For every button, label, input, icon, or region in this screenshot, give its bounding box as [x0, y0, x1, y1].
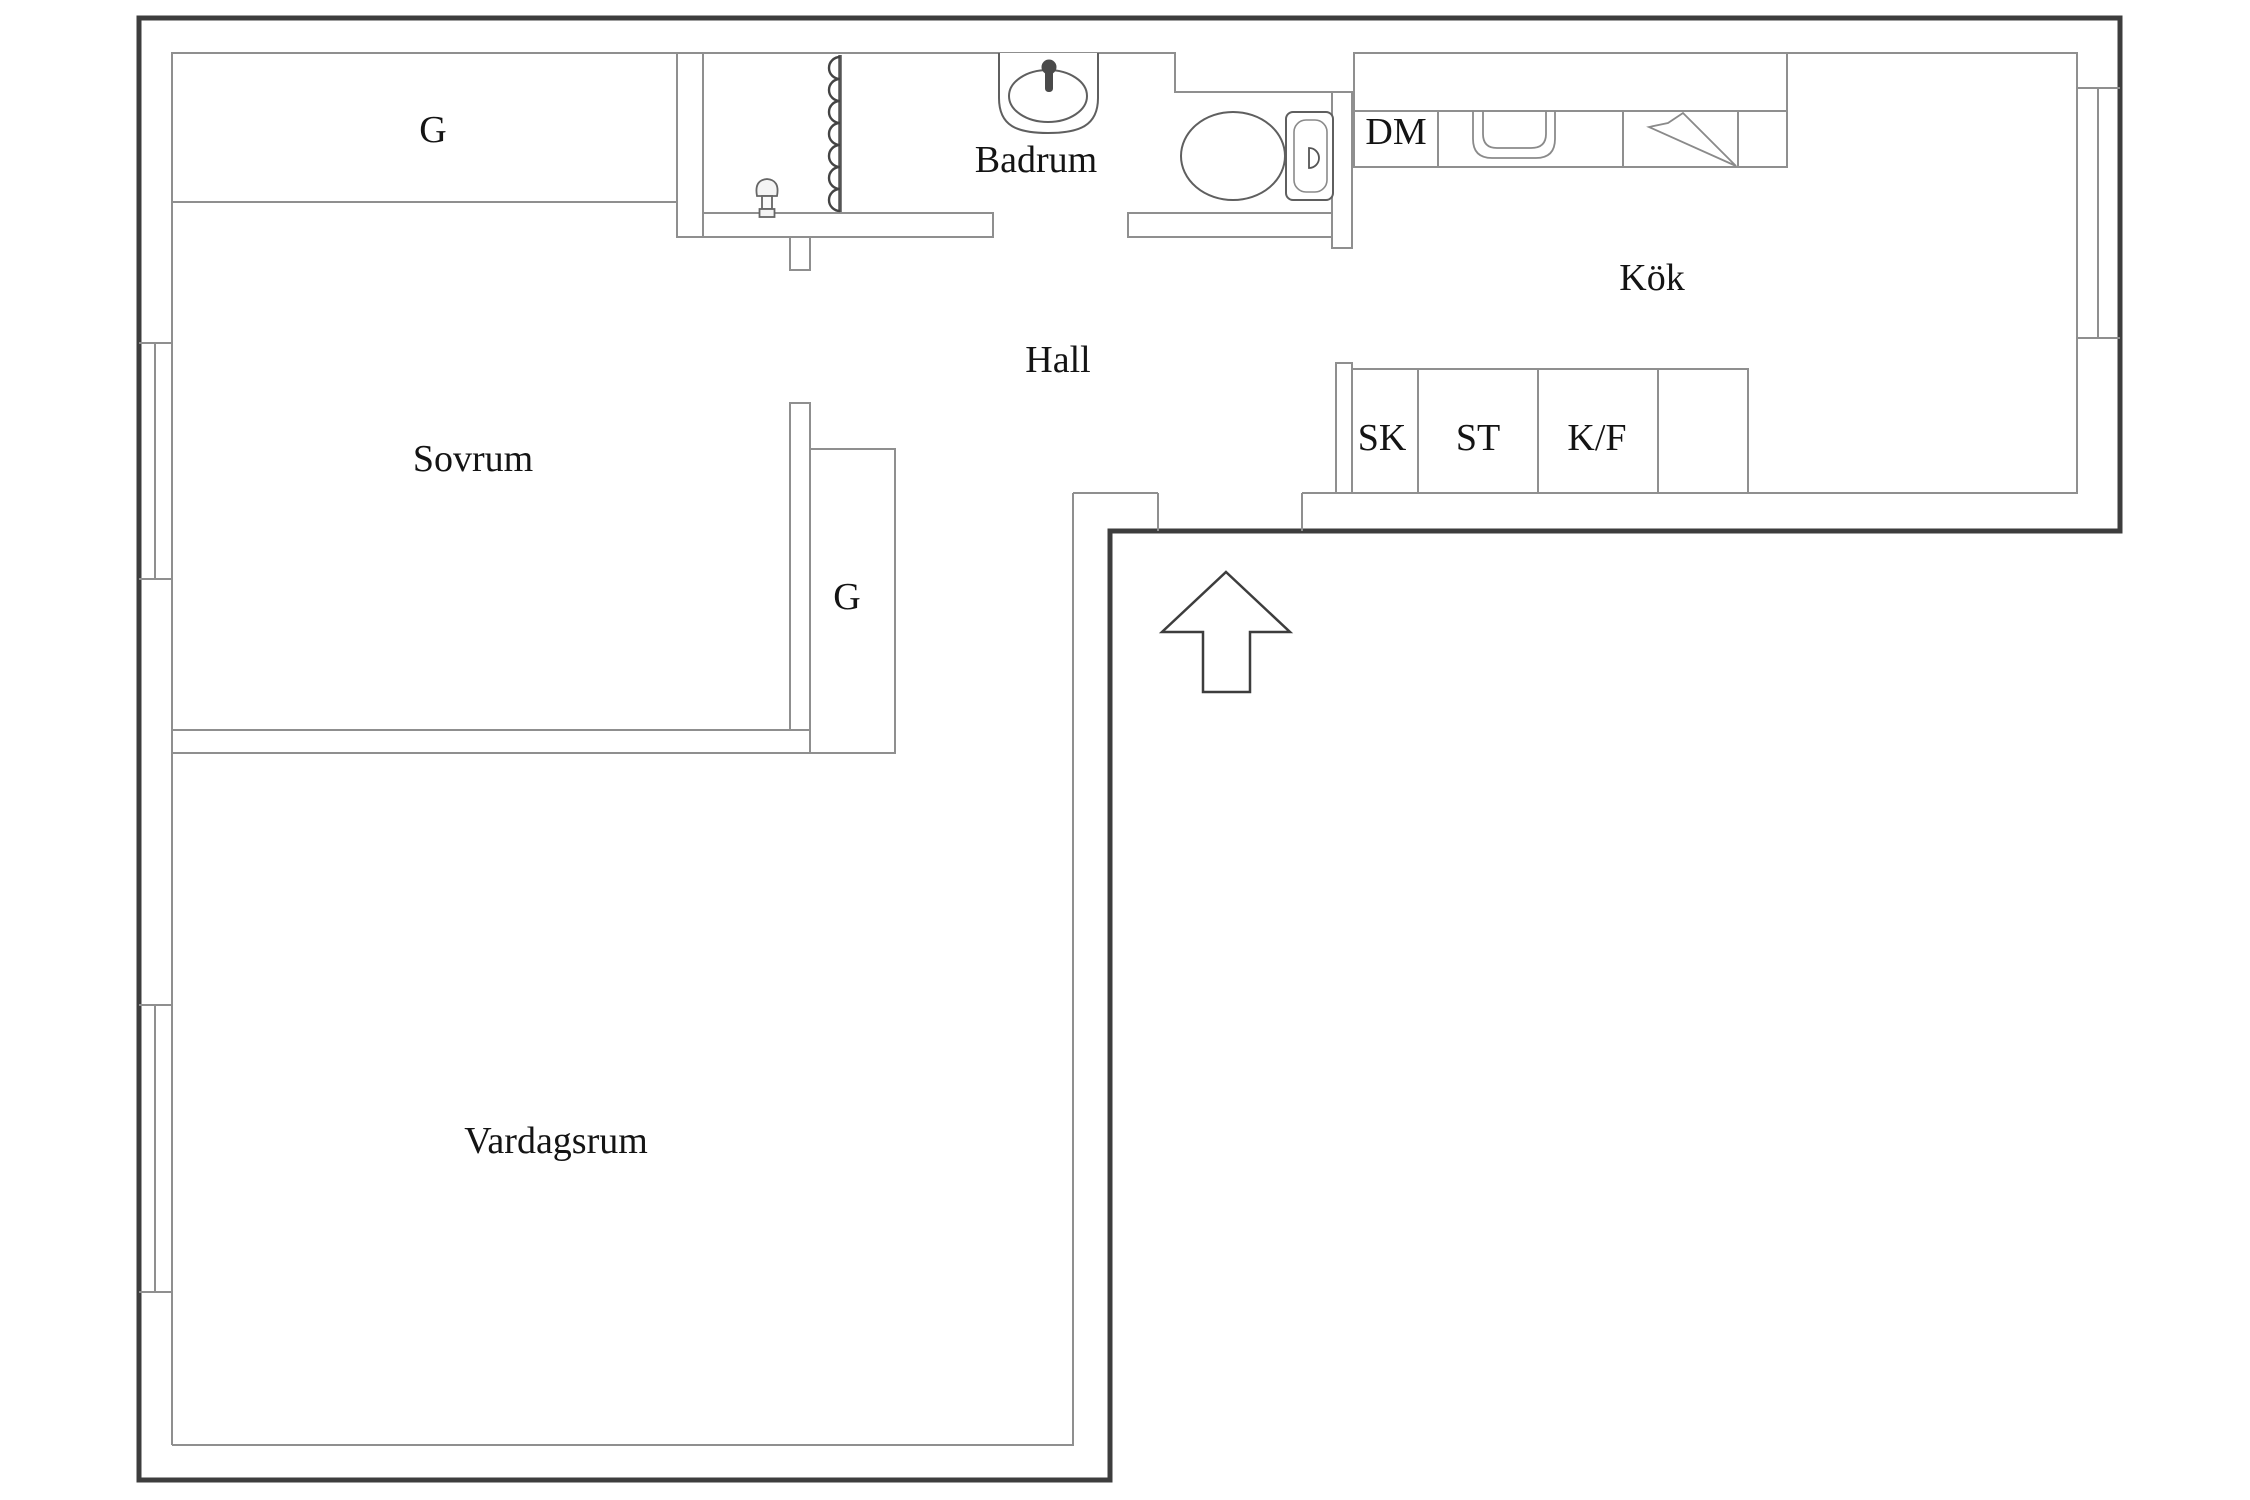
label-cabinet-st: ST: [1456, 417, 1500, 459]
bedroom-closet-box: [171, 52, 678, 203]
label-bedroom: Sovrum: [413, 438, 533, 480]
bedroom-south-wall: [171, 729, 811, 754]
window-bedroom-icon: [139, 342, 172, 580]
label-bedroom-closet: G: [419, 109, 446, 151]
entrance-arrow-icon: [1158, 570, 1294, 694]
toilet-east-wall: [1331, 91, 1353, 249]
bathroom-west-wall: [676, 52, 704, 238]
bathroom-south-wall-right: [1127, 212, 1333, 238]
label-bathroom: Badrum: [975, 139, 1097, 181]
shower-curtain-icon: [827, 55, 842, 213]
shower-mixer-icon: [755, 178, 779, 218]
stove-icon: [1646, 111, 1737, 167]
label-kitchen: Kök: [1619, 257, 1684, 299]
window-kitchen-icon: [2077, 87, 2120, 339]
bedroom-hall-wall: [789, 402, 811, 731]
label-hall: Hall: [1025, 339, 1090, 381]
bathroom-sink-icon: [998, 53, 1099, 135]
kitchen-appliance-dividers: [1437, 111, 1739, 167]
kitchen-appliance-row: [1353, 110, 1788, 168]
hall-closet-box: [809, 448, 896, 754]
toilet-icon: [1180, 111, 1334, 201]
cabinet-side-panel: [1335, 362, 1353, 494]
interior-walls-and-cabinets: [171, 52, 1788, 754]
label-fridge-freezer: K/F: [1567, 417, 1626, 459]
bedroom-door-jamb-top: [789, 236, 811, 271]
kitchen-sink-icon: [1472, 111, 1556, 159]
label-living-room: Vardagsrum: [464, 1120, 648, 1162]
cabinet-row-box: [1351, 368, 1749, 494]
bathroom-south-wall-left: [702, 212, 994, 238]
cabinet-row-dividers: [1417, 369, 1659, 493]
outer-wall-boundary: [136, 15, 2123, 1483]
label-cabinet-sk: SK: [1358, 417, 1407, 459]
window-livingroom-icon: [139, 1004, 172, 1293]
label-dishwasher: DM: [1365, 111, 1426, 153]
kitchen-counter-band: [1353, 52, 1788, 112]
label-hall-closet: G: [833, 576, 860, 618]
